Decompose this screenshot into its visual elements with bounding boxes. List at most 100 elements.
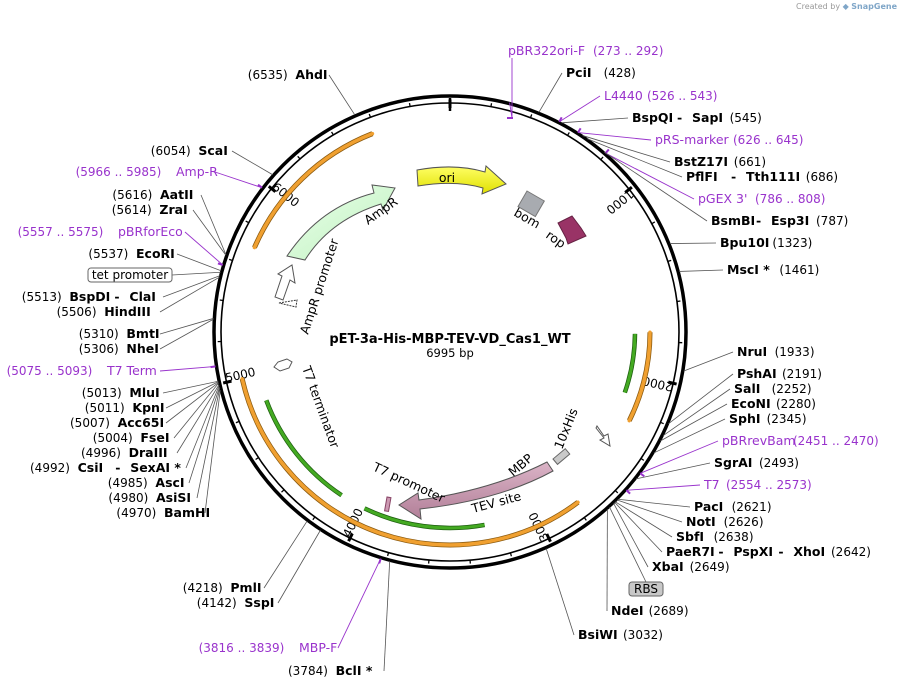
pbr322ori-f-part-1[interactable]: (273 .. 292) bbox=[593, 44, 663, 58]
paer7i-part-1[interactable]: - bbox=[718, 544, 723, 559]
ahdi-part-1[interactable]: AhdI bbox=[295, 67, 327, 82]
csii-sexai-part-2[interactable]: - bbox=[115, 460, 120, 475]
paci-part-1[interactable]: (2621) bbox=[732, 500, 772, 514]
ecori-part-1[interactable]: EcoRI bbox=[136, 246, 175, 261]
bsiwi-part-1[interactable]: (3032) bbox=[623, 628, 663, 642]
t7term-primer-part-0[interactable]: (5075 .. 5093) bbox=[7, 364, 93, 378]
pflfi-tth111i-part-2[interactable]: Tth111I bbox=[746, 169, 800, 184]
kpni-part-0[interactable]: (5011) bbox=[85, 401, 125, 415]
pbrrevbam-part-0[interactable]: pBRrevBam bbox=[722, 433, 796, 448]
pflfi-tth111i-part-3[interactable]: (686) bbox=[806, 170, 838, 184]
pbrforeco-part-1[interactable]: pBRforEco bbox=[118, 224, 183, 239]
bamhi-part-0[interactable]: (4970) bbox=[116, 506, 156, 520]
pgex3-part-1[interactable]: (786 .. 808) bbox=[755, 192, 825, 206]
l4440-part-0[interactable]: L4440 bbox=[604, 88, 643, 103]
csii-sexai-part-3[interactable]: SexAI * bbox=[130, 460, 181, 475]
bspdi-clai-part-3[interactable]: ClaI bbox=[129, 289, 156, 304]
nrui-part-1[interactable]: (1933) bbox=[775, 345, 815, 359]
pgex3-part-0[interactable]: pGEX 3' bbox=[698, 191, 747, 206]
sphi-part-1[interactable]: (2345) bbox=[767, 412, 807, 426]
bcli-part-0[interactable]: (3784) bbox=[288, 664, 328, 678]
bstz17i-part-1[interactable]: (661) bbox=[734, 155, 766, 169]
pcii-part-0[interactable]: PciI bbox=[566, 65, 592, 80]
rbs-box[interactable] bbox=[628, 581, 664, 597]
msci-part-1[interactable]: (1461) bbox=[779, 263, 819, 277]
zrai-part-0[interactable]: (5614) bbox=[112, 203, 152, 217]
bcli-part-1[interactable]: BclI * bbox=[336, 663, 373, 678]
paer7i-part-0[interactable]: PaeR7I bbox=[666, 544, 715, 559]
bspdi-clai-part-2[interactable]: - bbox=[114, 289, 119, 304]
bspqi-sapi-part-3[interactable]: (545) bbox=[730, 111, 762, 125]
bsmbi-esp3i-part-1[interactable]: - bbox=[756, 213, 761, 228]
zrai-part-1[interactable]: ZraI bbox=[159, 202, 187, 217]
ecori-part-0[interactable]: (5537) bbox=[88, 247, 128, 261]
hindiii-part-0[interactable]: (5506) bbox=[57, 305, 97, 319]
nrui-part-0[interactable]: NruI bbox=[737, 344, 767, 359]
aatii-part-0[interactable]: (5616) bbox=[112, 188, 152, 202]
t7term-primer-part-1[interactable]: T7 Term bbox=[106, 363, 157, 378]
scai-part-0[interactable]: (6054) bbox=[151, 144, 191, 158]
tet-promoter-box[interactable] bbox=[87, 267, 173, 283]
sali-part-0[interactable]: SalI bbox=[734, 381, 760, 396]
acc65i-part-1[interactable]: Acc65I bbox=[118, 415, 165, 430]
bmti-part-1[interactable]: BmtI bbox=[126, 326, 159, 341]
pmli-part-0[interactable]: (4218) bbox=[183, 581, 223, 595]
bsmbi-esp3i-part-3[interactable]: (787) bbox=[816, 214, 848, 228]
nhei-part-0[interactable]: (5306) bbox=[79, 342, 119, 356]
kpni-part-1[interactable]: KpnI bbox=[132, 400, 164, 415]
ori-feature-arrow[interactable] bbox=[416, 165, 507, 195]
bpu10i-part-0[interactable]: Bpu10I bbox=[720, 235, 769, 250]
paer7i-part-3[interactable]: - bbox=[778, 544, 783, 559]
pflfi-tth111i-part-1[interactable]: - bbox=[731, 169, 736, 184]
bamhi-part-1[interactable]: BamHI bbox=[164, 505, 210, 520]
amp-r-primer-part-0[interactable]: (5966 .. 5985) bbox=[76, 165, 162, 179]
paer7i-part-5[interactable]: (2642) bbox=[831, 545, 871, 559]
bspdi-clai-part-1[interactable]: BspDI bbox=[69, 289, 110, 304]
prs-marker-part-1[interactable]: (626 .. 645) bbox=[733, 133, 803, 147]
t7-promoter-arrow[interactable] bbox=[595, 425, 611, 447]
pmli-part-1[interactable]: PmlI bbox=[230, 580, 261, 595]
pbr322ori-f-part-0[interactable]: pBR322ori-F bbox=[508, 43, 585, 58]
xbai-part-1[interactable]: (2649) bbox=[690, 560, 730, 574]
pshai-part-1[interactable]: (2191) bbox=[782, 367, 822, 381]
t7primer-part-0[interactable]: T7 bbox=[703, 477, 720, 492]
nhei-part-1[interactable]: NheI bbox=[126, 341, 158, 356]
noti-part-0[interactable]: NotI bbox=[686, 514, 716, 529]
pshai-part-0[interactable]: PshAI bbox=[737, 366, 777, 381]
sgrai-part-1[interactable]: (2493) bbox=[759, 456, 799, 470]
asisi-part-1[interactable]: AsiSI bbox=[156, 490, 191, 505]
sbfi-part-0[interactable]: SbfI bbox=[676, 529, 704, 544]
paer7i-part-2[interactable]: PspXI bbox=[733, 544, 773, 559]
ndei-part-0[interactable]: NdeI bbox=[611, 603, 644, 618]
rop-feature-arrow[interactable] bbox=[557, 215, 587, 245]
sgrai-part-0[interactable]: SgrAI bbox=[714, 455, 752, 470]
asisi-part-0[interactable]: (4980) bbox=[108, 491, 148, 505]
ampr-promoter-arrow[interactable] bbox=[274, 264, 296, 301]
econi-part-1[interactable]: (2280) bbox=[776, 397, 816, 411]
sali-part-1[interactable]: (2252) bbox=[772, 382, 812, 396]
ndei-part-1[interactable]: (2689) bbox=[649, 604, 689, 618]
bom-feature-box[interactable] bbox=[517, 190, 546, 218]
noti-part-1[interactable]: (2626) bbox=[724, 515, 764, 529]
pbrforeco-part-0[interactable]: (5557 .. 5575) bbox=[18, 225, 104, 239]
ahdi-part-0[interactable]: (6535) bbox=[248, 68, 288, 82]
bspdi-clai-part-0[interactable]: (5513) bbox=[22, 290, 62, 304]
prs-marker-part-0[interactable]: pRS-marker bbox=[655, 132, 730, 147]
csii-sexai-part-1[interactable]: CsiI bbox=[78, 460, 104, 475]
fsei-part-0[interactable]: (5004) bbox=[93, 431, 133, 445]
pflfi-tth111i-part-0[interactable]: PflFI bbox=[686, 169, 718, 184]
bpu10i-part-1[interactable]: (1323) bbox=[772, 236, 812, 250]
mbp-f-primer-part-0[interactable]: (3816 .. 3839) bbox=[199, 641, 285, 655]
bspqi-sapi-part-2[interactable]: SapI bbox=[692, 110, 723, 125]
sspi-part-1[interactable]: SspI bbox=[244, 595, 274, 610]
csii-sexai-part-0[interactable]: (4992) bbox=[30, 461, 70, 475]
amp-r-primer-part-1[interactable]: Amp-R bbox=[176, 164, 218, 179]
sspi-part-0[interactable]: (4142) bbox=[197, 596, 237, 610]
bsmbi-esp3i-part-0[interactable]: BsmBI bbox=[711, 213, 755, 228]
hindiii-part-1[interactable]: HindIII bbox=[104, 304, 151, 319]
pbrrevbam-part-1[interactable]: (2451 .. 2470) bbox=[793, 434, 879, 448]
fsei-part-1[interactable]: FseI bbox=[140, 430, 169, 445]
bsmbi-esp3i-part-2[interactable]: Esp3I bbox=[771, 213, 809, 228]
sbfi-part-1[interactable]: (2638) bbox=[714, 530, 754, 544]
tev-site-box[interactable] bbox=[383, 496, 392, 513]
